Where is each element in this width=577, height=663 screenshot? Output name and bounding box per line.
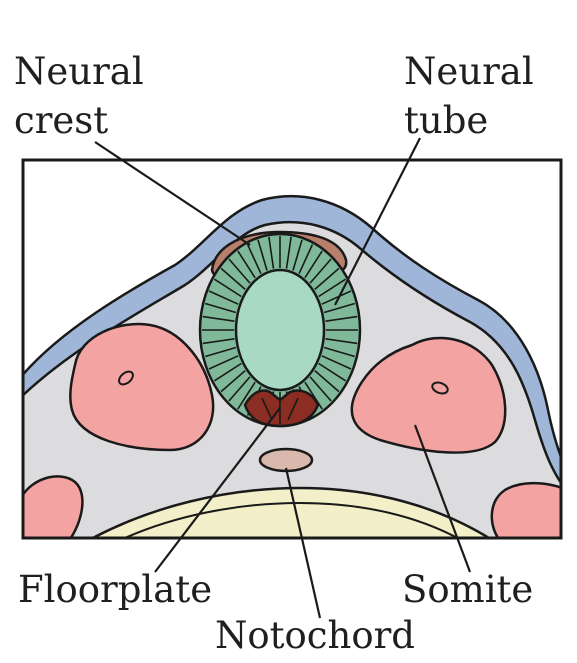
notochord (260, 449, 312, 471)
somite-label: Somite (402, 568, 533, 611)
neural-tube-label-line2: tube (404, 99, 488, 142)
floorplate-label: Floorplate (18, 568, 212, 611)
neural-tube-lumen (236, 270, 324, 390)
neural-tube-label-line1: Neural (404, 50, 534, 93)
neural-crest-label-line1: Neural (14, 50, 144, 93)
lower-right-somite (492, 483, 575, 545)
lower-left-somite (20, 476, 82, 545)
notochord-label: Notochord (215, 614, 415, 657)
neural-crest-label-line2: crest (14, 99, 108, 142)
